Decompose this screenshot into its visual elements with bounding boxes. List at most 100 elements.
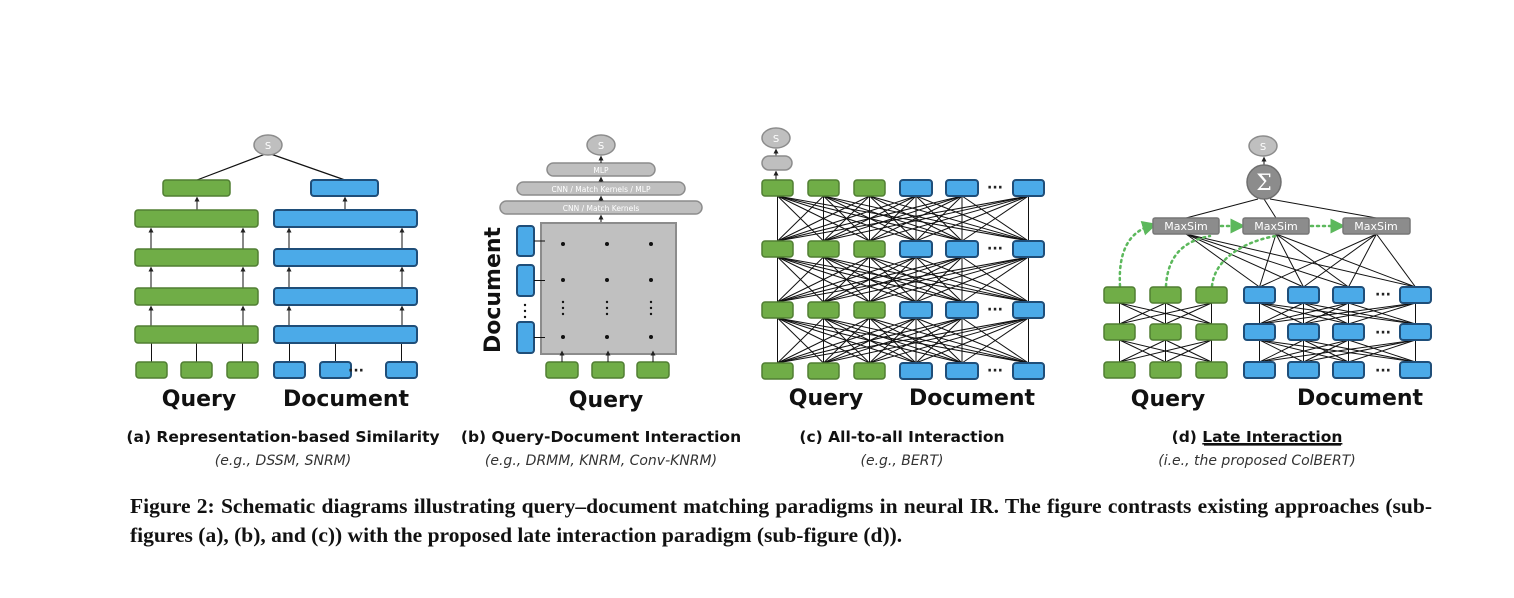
- panel-a-query-label: Query: [162, 387, 236, 412]
- panel-b-shapes: [499, 134, 703, 379]
- attention-edge: [777, 317, 963, 364]
- doc-token: [899, 240, 933, 258]
- panel-b-layer-cnn-mlp: CNN / Match Kernels / MLP: [552, 185, 651, 194]
- query-attention-edge: [1119, 302, 1212, 325]
- panel-c-ellipsis-1: ···: [987, 180, 1003, 196]
- panel-c-connections: [773, 148, 1029, 364]
- maxsim-node: [1342, 217, 1411, 235]
- maxsim-doc-edge: [1275, 233, 1416, 288]
- query-token: [1195, 323, 1228, 341]
- maxsim-label-2: MaxSim: [1254, 220, 1298, 233]
- attention-edge: [777, 317, 1029, 364]
- doc-token: [1012, 240, 1045, 258]
- panel-b-score-label: S: [598, 141, 604, 152]
- doc-token: [1399, 286, 1432, 304]
- query-token: [761, 362, 794, 380]
- query-token: [761, 179, 794, 197]
- score-to-doc-edge: [267, 152, 346, 181]
- query-token: [180, 361, 213, 379]
- doc-attention-edge: [1259, 339, 1304, 363]
- panel-b-title: (b) Query-Document Interaction: [461, 428, 741, 446]
- panel-b-document-label: Document: [481, 226, 506, 353]
- query-token: [135, 361, 168, 379]
- attention-edge: [961, 317, 1029, 364]
- panel-c-query-label: Query: [789, 386, 863, 411]
- doc-token: [1243, 361, 1276, 379]
- query-attention-edge: [1165, 302, 1212, 325]
- interaction-cell-dot: [649, 278, 653, 282]
- doc-token: [1332, 286, 1365, 304]
- panel-c-nodes: [761, 127, 1045, 380]
- panel-c-examples: (e.g., BERT): [861, 453, 944, 469]
- attention-edge: [915, 317, 1029, 364]
- interaction-cell-dot: [605, 278, 609, 282]
- interaction-cell-dot: [561, 335, 565, 339]
- query-token: [591, 361, 625, 379]
- query-token: [853, 240, 886, 258]
- query-token: [636, 361, 670, 379]
- sum-icon: Σ: [1256, 171, 1272, 196]
- doc-attention-edge: [1303, 302, 1349, 325]
- maxsim-node: [1242, 217, 1310, 235]
- attention-edge: [915, 195, 1029, 242]
- doc-attention-edge: [1348, 302, 1416, 325]
- query-encoder-layer: [134, 209, 259, 228]
- doc-token: [1332, 361, 1365, 379]
- doc-token: [1287, 323, 1320, 341]
- classifier-node: [761, 155, 793, 171]
- doc-encoder-layer: [273, 325, 418, 344]
- doc-token: [1399, 361, 1432, 379]
- query-to-maxsim-arrow: [1118, 220, 1158, 288]
- query-to-maxsim-arrow: [1164, 234, 1212, 288]
- panel-d-nodes: [1103, 135, 1432, 379]
- query-attention-edge: [1119, 339, 1212, 363]
- doc-attention-edge: [1259, 339, 1416, 363]
- doc-token: [385, 361, 418, 379]
- doc-token: [945, 179, 979, 197]
- doc-token: [899, 179, 933, 197]
- query-token: [807, 301, 840, 319]
- maxsim-label-1: MaxSim: [1164, 220, 1208, 233]
- query-attention-edge: [1119, 302, 1166, 325]
- interaction-matrix: [540, 222, 677, 355]
- interaction-cell-dot: [605, 242, 609, 246]
- maxsim-doc-edge: [1275, 233, 1304, 288]
- attention-edge: [777, 195, 917, 242]
- attention-edge: [777, 195, 824, 242]
- panel-b-examples: (e.g., DRMM, KNRM, Conv-KNRM): [485, 453, 717, 469]
- vertical-ellipsis-dot: [605, 306, 609, 310]
- doc-encoder-layer: [273, 209, 418, 228]
- attention-edge: [823, 256, 1029, 303]
- interaction-cell-dot: [561, 242, 565, 246]
- attention-edge: [823, 317, 963, 364]
- query-encoder-layer: [134, 248, 259, 267]
- query-attention-edge: [1165, 339, 1212, 363]
- panel-a-document-label: Document: [283, 387, 410, 412]
- doc-token: [1332, 323, 1365, 341]
- maxsim-doc-edge: [1275, 233, 1349, 288]
- figure-caption: Figure 2: Schematic diagrams illustratin…: [130, 494, 1432, 547]
- attention-edge: [961, 256, 1029, 303]
- maxsim-sum-edge: [1263, 198, 1277, 219]
- maxsim-doc-edge: [1259, 233, 1277, 288]
- maxsim-doc-edge: [1185, 233, 1304, 288]
- doc-token: [945, 301, 979, 319]
- attention-edge: [915, 195, 963, 242]
- doc-token: [1243, 286, 1276, 304]
- panel-c-ellipsis-3: ···: [987, 302, 1003, 318]
- panel-c-ellipsis-4: ···: [987, 363, 1003, 379]
- doc-token: [899, 301, 933, 319]
- doc-attention-edge: [1259, 302, 1349, 325]
- panel-b-layer-mlp: MLP: [593, 166, 609, 175]
- panel-d-score-label: S: [1260, 142, 1266, 153]
- query-token: [1149, 323, 1182, 341]
- sum-node: [1246, 164, 1282, 200]
- attention-edge: [777, 256, 1029, 303]
- doc-token: [1012, 179, 1045, 197]
- vertical-ellipsis-dot: [561, 312, 565, 316]
- doc-attention-edge: [1303, 302, 1416, 325]
- doc-attention-edge: [1259, 302, 1304, 325]
- panel-d-connections: [1118, 156, 1416, 363]
